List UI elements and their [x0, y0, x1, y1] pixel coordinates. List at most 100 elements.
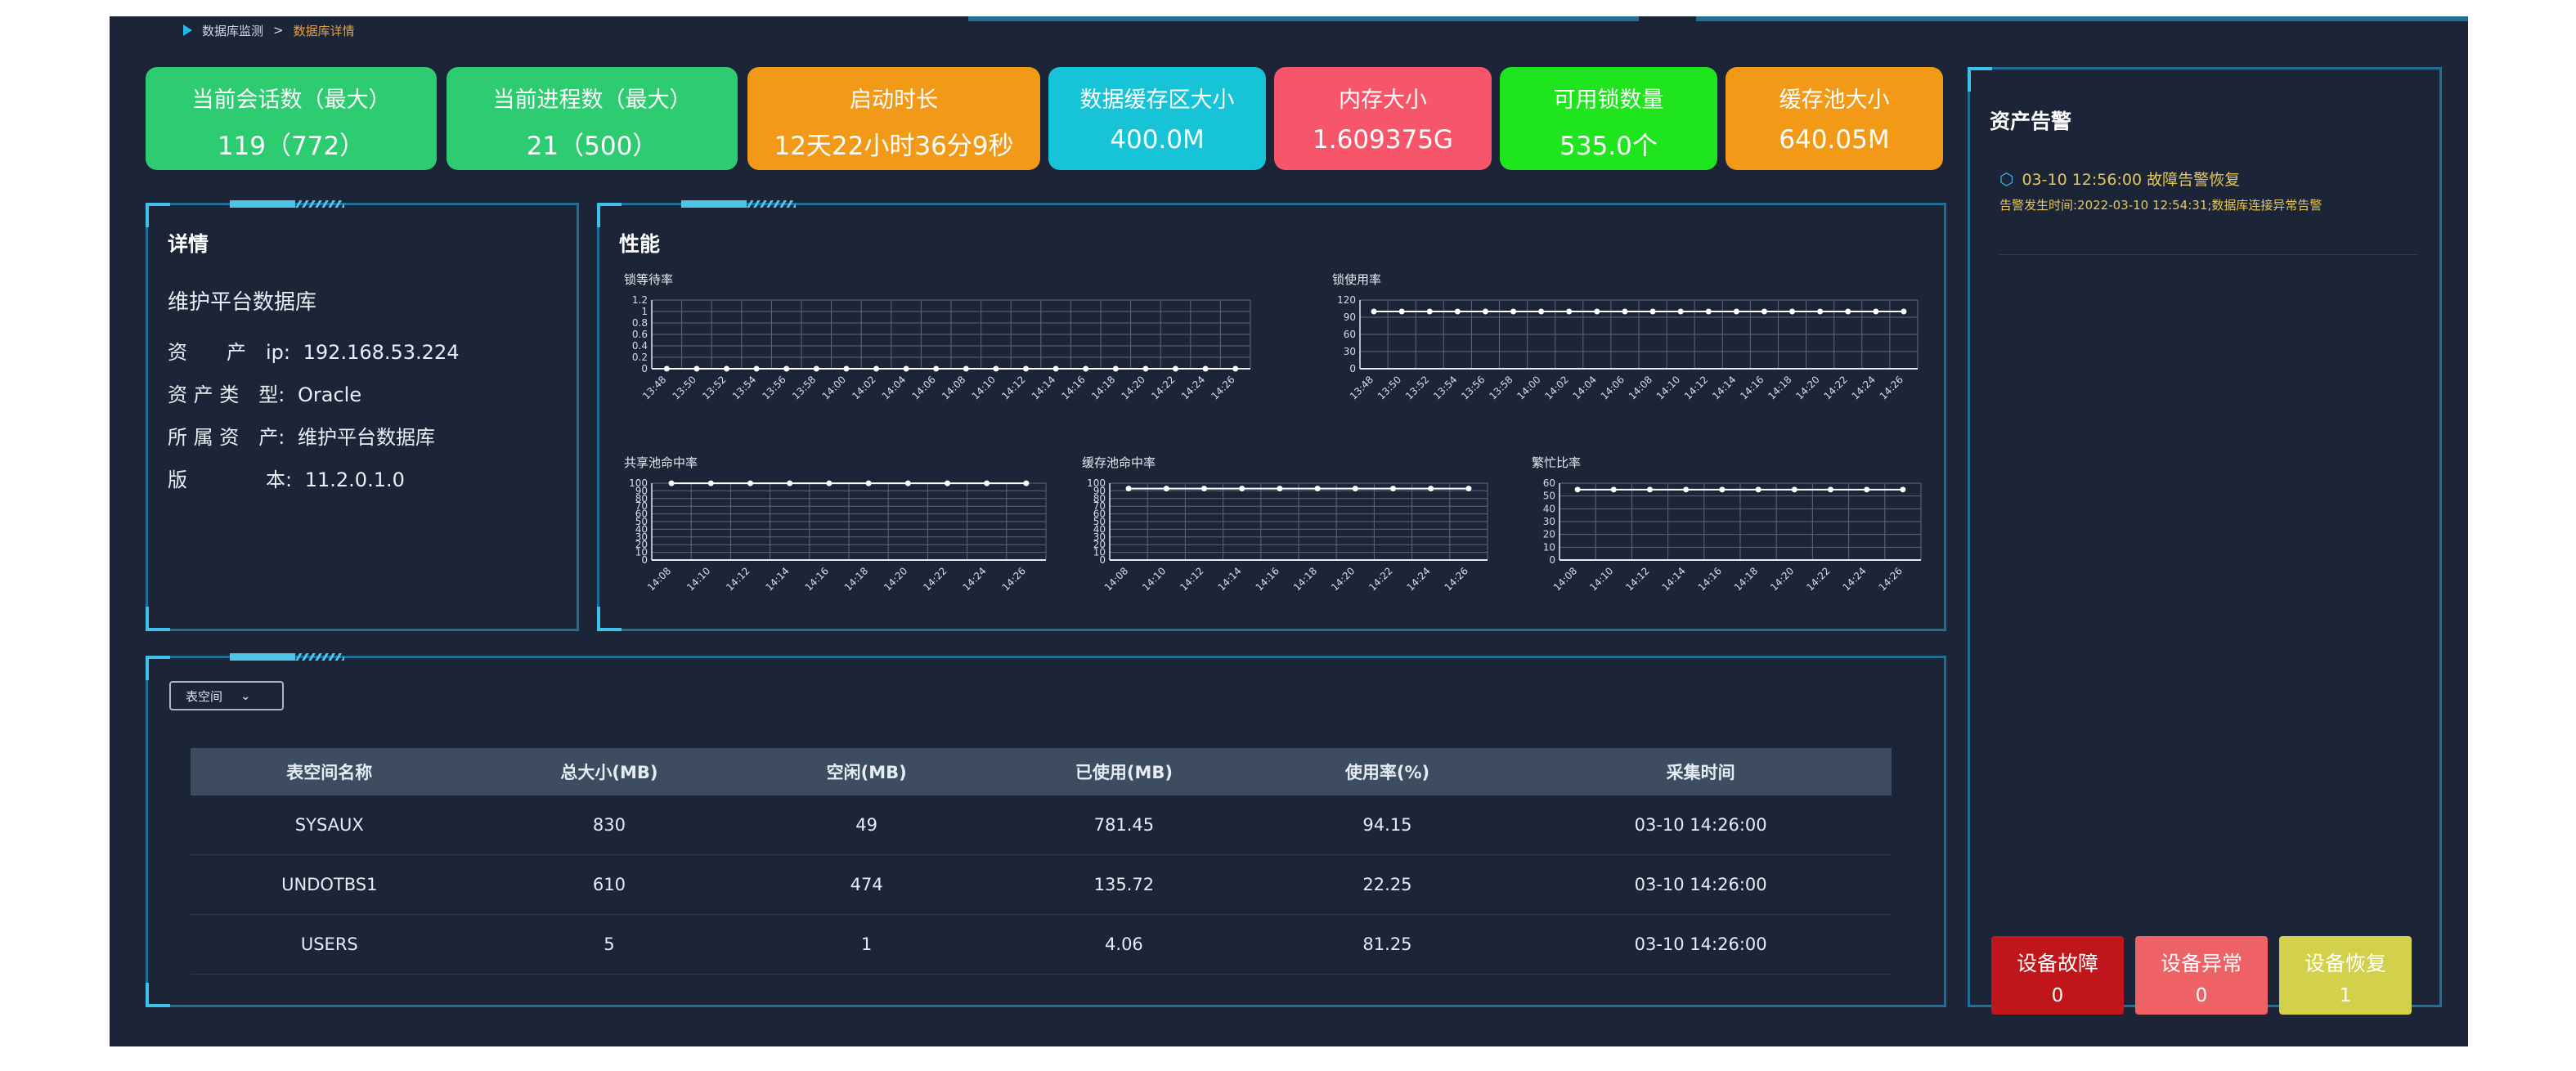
x-tick-label: 14:12 [1178, 565, 1205, 593]
device-abnormal-button[interactable]: 设备异常 0 [2135, 936, 2268, 1015]
data-point [1791, 486, 1797, 493]
detail-label: 版 本: [168, 468, 293, 491]
kpi-title: 当前进程数（最大） [492, 87, 692, 113]
data-point [1873, 308, 1879, 315]
data-point [1647, 486, 1653, 493]
table-header-row: 表空间名称 总大小(MB) 空闲(MB) 已使用(MB) 使用率(%) 采集时间 [191, 748, 1892, 795]
data-point [1610, 486, 1617, 493]
x-tick-label: 14:24 [1840, 565, 1868, 593]
alert-detail: 告警发生时间:2022-03-10 12:54:31;数据库连接异常告警 [1999, 198, 2322, 213]
table-cell: 474 [750, 854, 984, 915]
alert-item[interactable]: ⬡ 03-10 12:56:00 故障告警恢复 [1999, 168, 2240, 190]
y-tick-label: 10 [1093, 547, 1106, 558]
select-value: 表空间 [186, 688, 223, 704]
data-point [843, 365, 850, 372]
x-tick-label: 13:58 [790, 374, 818, 401]
x-tick-label: 14:26 [1209, 374, 1236, 401]
x-tick-label: 14:24 [1179, 374, 1207, 401]
data-point [1125, 486, 1132, 492]
data-point [1683, 486, 1690, 493]
play-icon [183, 25, 192, 36]
y-tick-label: 1 [641, 306, 648, 317]
detail-label: 所 属 资 产: [168, 426, 285, 449]
x-tick-label: 14:16 [803, 565, 831, 593]
y-tick-label: 80 [635, 493, 648, 504]
table-cell: 22.25 [1264, 854, 1510, 915]
y-tick-label: 20 [1093, 539, 1106, 550]
y-tick-label: 50 [635, 516, 648, 527]
data-point [753, 365, 760, 372]
data-point [1705, 308, 1712, 315]
app-window: 数据库监测 > 数据库详情 当前会话数（最大） 119（772） 当前进程数（最… [110, 16, 2468, 1046]
x-tick-label: 14:12 [1682, 374, 1710, 401]
breadcrumb-parent-link[interactable]: 数据库监测 [202, 23, 264, 38]
data-point [993, 365, 999, 372]
data-point [1163, 486, 1169, 492]
data-point [1510, 308, 1517, 315]
x-tick-label: 14:14 [1710, 374, 1738, 401]
y-tick-label: 40 [1543, 503, 1555, 514]
data-point [1482, 308, 1488, 315]
data-point [693, 365, 700, 372]
y-tick-label: 20 [1543, 529, 1555, 540]
y-tick-label: 50 [1093, 516, 1106, 527]
column-header: 采集时间 [1510, 748, 1892, 795]
x-tick-label: 14:08 [645, 565, 673, 593]
device-fault-button[interactable]: 设备故障 0 [1991, 936, 2124, 1015]
top-decoration-line [1696, 16, 2468, 21]
panel-decoration [230, 653, 344, 661]
table-cell: 49 [750, 795, 984, 855]
x-tick-label: 14:08 [1102, 565, 1130, 593]
detail-label: 资 产 ip: [168, 341, 290, 364]
column-header: 已使用(MB) [983, 748, 1265, 795]
breadcrumb: 数据库监测 > 数据库详情 [183, 16, 355, 44]
performance-title: 性能 [619, 232, 661, 256]
x-tick-label: 14:10 [970, 374, 998, 401]
x-tick-label: 14:20 [882, 565, 909, 593]
data-point [1828, 486, 1833, 493]
data-point [1901, 308, 1907, 315]
x-tick-label: 14:24 [960, 565, 988, 593]
y-tick-label: 0.8 [632, 317, 648, 329]
x-tick-label: 13:54 [730, 374, 758, 401]
kpi-title: 启动时长 [850, 87, 938, 113]
y-tick-label: 30 [1543, 516, 1555, 527]
data-point [1538, 308, 1545, 315]
y-tick-label: 30 [635, 531, 648, 543]
detail-label: 资 产 类 型: [168, 383, 285, 406]
device-recovered-button[interactable]: 设备恢复 1 [2279, 936, 2412, 1015]
y-tick-label: 0 [1549, 554, 1555, 566]
y-tick-label: 1.2 [632, 294, 648, 306]
x-tick-label: 14:20 [1120, 374, 1147, 401]
kpi-card-sessions: 当前会话数（最大） 119（772） [146, 67, 437, 170]
x-tick-label: 13:52 [1403, 374, 1431, 401]
button-label: 设备恢复 [2304, 952, 2386, 975]
x-tick-label: 14:14 [763, 565, 791, 593]
kpi-value: 535.0个 [1560, 132, 1658, 161]
x-tick-label: 13:52 [700, 374, 728, 401]
y-tick-label: 60 [1344, 329, 1356, 340]
x-tick-label: 14:12 [999, 374, 1027, 401]
y-tick-label: 60 [1543, 477, 1555, 489]
y-tick-label: 10 [1543, 541, 1555, 553]
x-tick-label: 14:18 [1291, 565, 1319, 593]
alerts-title: 资产告警 [1990, 110, 2072, 133]
data-point [1864, 486, 1870, 493]
kpi-value: 1.609375G [1313, 125, 1453, 155]
x-tick-label: 14:04 [1571, 374, 1599, 401]
tablespace-table: 表空间名称 总大小(MB) 空闲(MB) 已使用(MB) 使用率(%) 采集时间… [191, 748, 1892, 975]
button-label: 设备故障 [2016, 952, 2098, 975]
x-tick-label: 14:26 [1877, 565, 1905, 593]
data-point [1352, 486, 1358, 492]
column-header: 总大小(MB) [468, 748, 751, 795]
tablespace-select[interactable]: 表空间 ⌄ [169, 681, 284, 710]
table-cell: 03-10 14:26:00 [1510, 795, 1892, 855]
data-point [903, 365, 909, 372]
data-point [1232, 365, 1239, 372]
x-tick-label: 14:26 [1000, 565, 1028, 593]
data-point [783, 365, 790, 372]
corner-decoration [597, 607, 622, 631]
